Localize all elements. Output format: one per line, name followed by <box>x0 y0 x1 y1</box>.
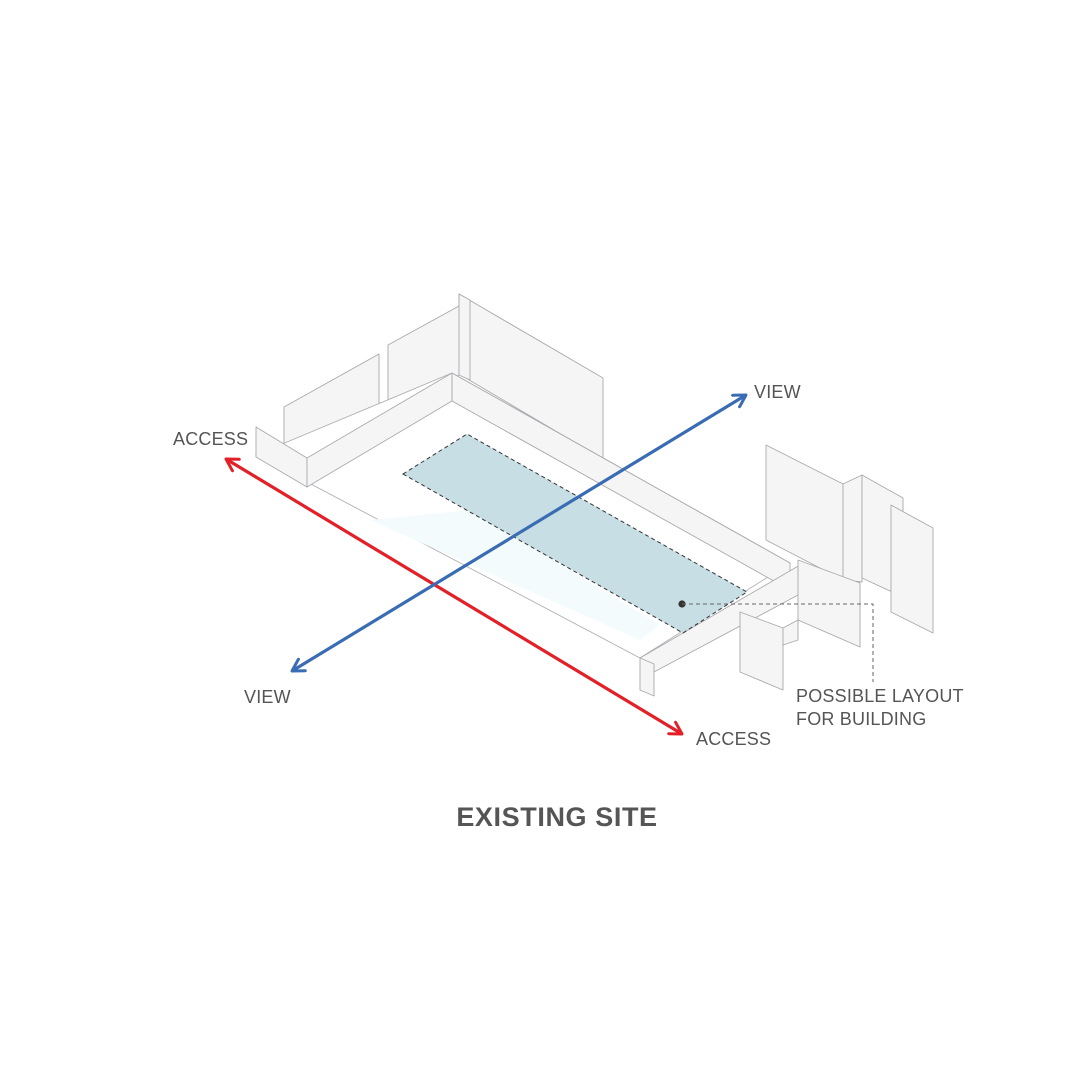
view-label-bottom: VIEW <box>244 687 291 707</box>
building-right-front-connector <box>782 619 799 646</box>
layout-leader-line <box>682 603 874 682</box>
building-right-far <box>890 504 934 634</box>
building-right-front-side <box>739 611 784 691</box>
context-buildings-right <box>739 444 934 691</box>
access-label-bottom: ACCESS <box>696 729 771 749</box>
building-back-tall-front <box>458 293 471 381</box>
view-arrow <box>292 395 746 671</box>
wall-right-end <box>639 657 655 697</box>
layout-label-line1: POSSIBLE LAYOUT <box>796 686 964 706</box>
layout-label-line2: FOR BUILDING <box>796 709 926 729</box>
diagram-title: EXISTING SITE <box>456 802 657 832</box>
building-right-back-tall-side <box>842 474 863 583</box>
view-label-top: VIEW <box>754 382 801 402</box>
access-label-top: ACCESS <box>173 429 248 449</box>
